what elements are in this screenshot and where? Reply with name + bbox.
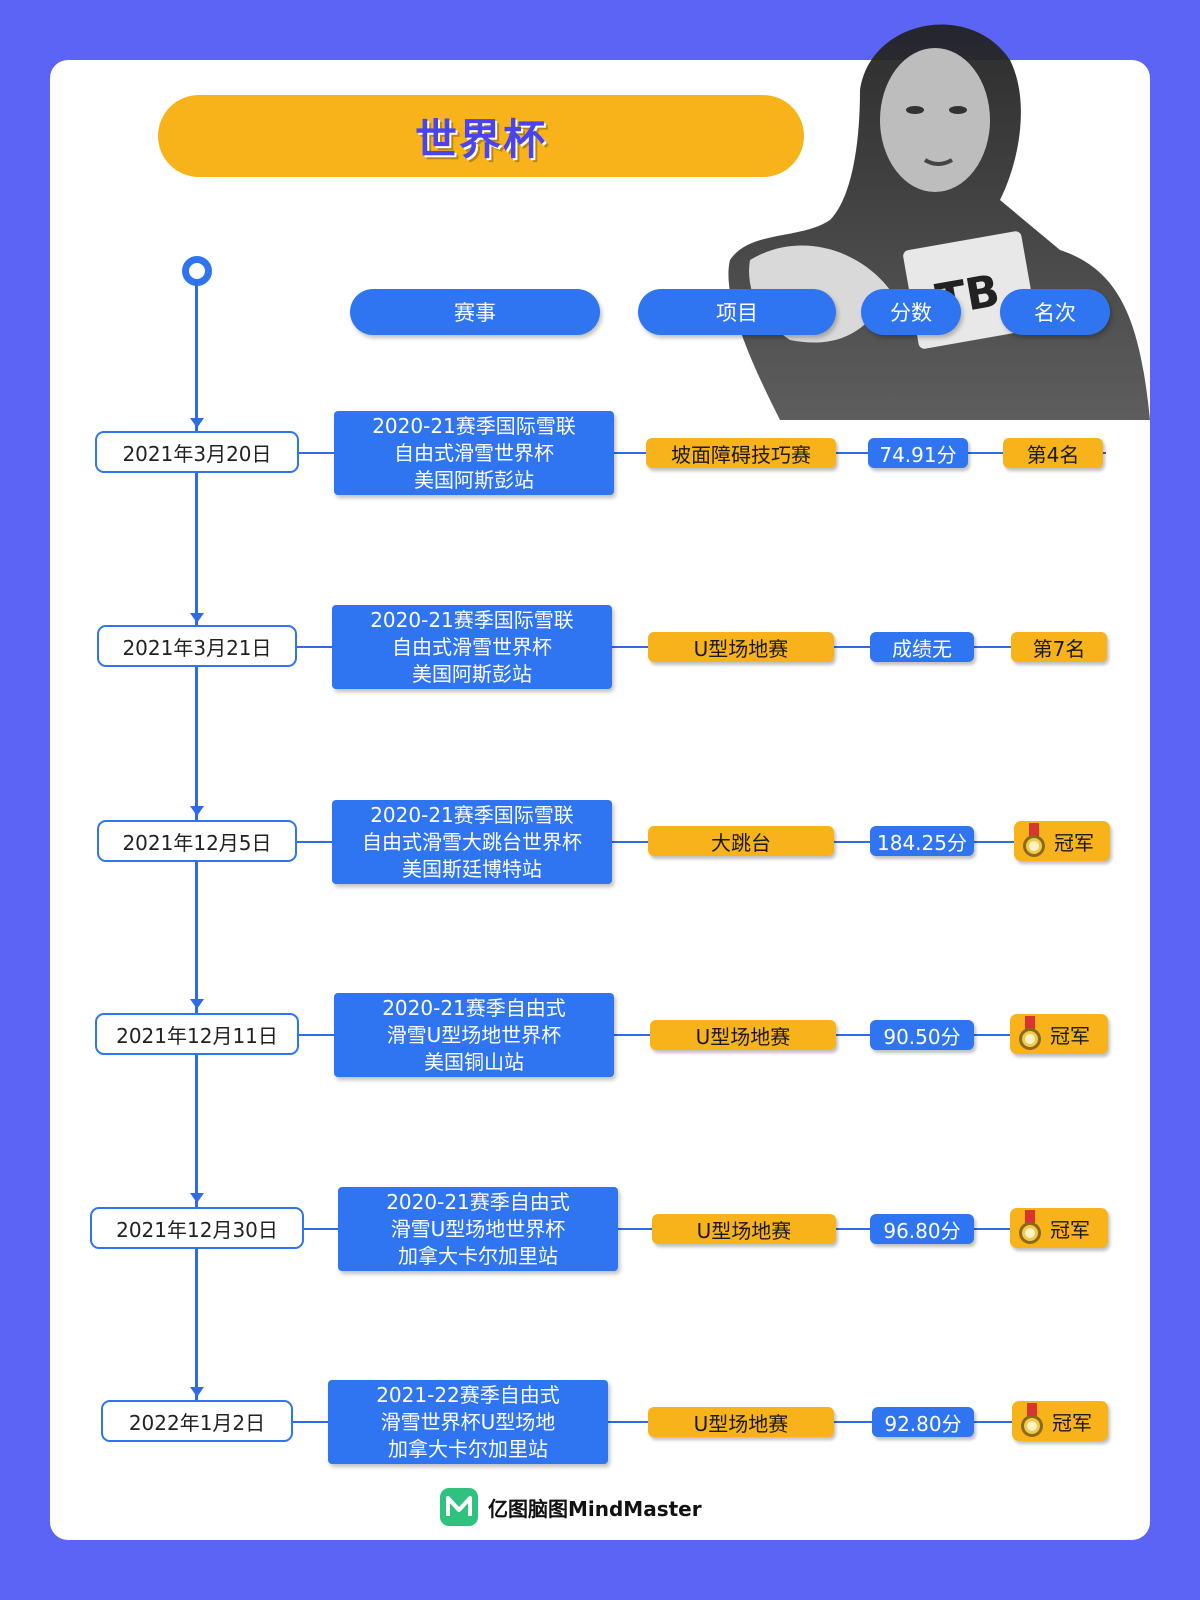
timeline-arrow-1 (190, 418, 204, 428)
project-label: 坡面障碍技巧赛 (646, 438, 836, 468)
event-line: 自由式滑雪世界杯 (392, 634, 552, 659)
event-line: 滑雪U型场地世界杯 (386, 1022, 562, 1047)
gold-medal-icon (1019, 1016, 1041, 1050)
score-label: 184.25分 (870, 826, 974, 856)
rank-label: 冠军 (1052, 1410, 1092, 1435)
header-project: 项目 (638, 289, 836, 335)
event-line: 滑雪世界杯U型场地 (380, 1409, 556, 1434)
event-line: 加拿大卡尔加里站 (388, 1436, 548, 1461)
project-label: U型场地赛 (652, 1214, 836, 1244)
title-banner: 世界杯 (158, 95, 804, 177)
date-label: 2021年3月20日 (95, 431, 299, 473)
event-line: 美国阿斯彭站 (412, 661, 532, 686)
score-label: 90.50分 (870, 1020, 974, 1050)
project-label: U型场地赛 (648, 632, 834, 662)
score-label: 96.80分 (870, 1214, 974, 1244)
timeline-arrow-2 (190, 613, 204, 623)
event-line: 美国斯廷博特站 (402, 856, 542, 881)
portrait-illustration: TB (728, 24, 1150, 420)
timeline-arrow-4 (190, 999, 204, 1009)
event-line: 2020-21赛季自由式 (386, 1189, 570, 1214)
event-box: 2020-21赛季自由式 滑雪U型场地世界杯 加拿大卡尔加里站 (338, 1187, 618, 1271)
event-line: 2020-21赛季国际雪联 (372, 413, 576, 438)
mindmaster-logo-icon (440, 1488, 478, 1526)
page-title: 世界杯 (414, 114, 547, 164)
rank-label: 第4名 (1003, 438, 1103, 468)
event-line: 2020-21赛季国际雪联 (370, 607, 574, 632)
project-label: U型场地赛 (648, 1407, 834, 1437)
score-label: 成绩无 (870, 632, 974, 662)
footer-brand-label: 亿图脑图MindMaster (488, 1496, 702, 1521)
event-line: 自由式滑雪大跳台世界杯 (362, 829, 582, 854)
rank-champion-badge: 冠军 (1012, 1401, 1108, 1441)
event-box: 2020-21赛季国际雪联 自由式滑雪大跳台世界杯 美国斯廷博特站 (332, 800, 612, 884)
event-box: 2020-21赛季国际雪联 自由式滑雪世界杯 美国阿斯彭站 (332, 605, 612, 689)
event-box: 2020-21赛季自由式 滑雪U型场地世界杯 美国铜山站 (334, 993, 614, 1077)
date-label: 2021年12月5日 (97, 820, 297, 862)
date-label: 2021年12月11日 (95, 1013, 299, 1055)
event-box: 2021-22赛季自由式 滑雪世界杯U型场地 加拿大卡尔加里站 (328, 1380, 608, 1464)
header-event: 赛事 (350, 289, 600, 335)
event-box: 2020-21赛季国际雪联 自由式滑雪世界杯 美国阿斯彭站 (334, 411, 614, 495)
event-line: 2021-22赛季自由式 (376, 1382, 560, 1407)
event-line: 自由式滑雪世界杯 (394, 440, 554, 465)
event-line: 2020-21赛季自由式 (382, 995, 566, 1020)
event-line: 2020-21赛季国际雪联 (370, 802, 574, 827)
footer-brand: 亿图脑图MindMaster (440, 1488, 702, 1526)
rank-label: 第7名 (1011, 632, 1107, 662)
event-line: 美国铜山站 (424, 1049, 524, 1074)
score-label: 92.80分 (872, 1407, 974, 1437)
rank-label: 冠军 (1050, 1023, 1090, 1048)
timeline-arrow-6 (190, 1387, 204, 1397)
timeline-arrow-3 (190, 806, 204, 816)
project-label: 大跳台 (648, 826, 834, 856)
rank-champion-badge: 冠军 (1014, 821, 1110, 861)
rank-label: 冠军 (1054, 830, 1094, 855)
header-score: 分数 (861, 289, 961, 335)
rank-champion-badge: 冠军 (1010, 1208, 1108, 1248)
date-label: 2021年12月30日 (90, 1207, 304, 1249)
rank-champion-badge: 冠军 (1010, 1014, 1108, 1054)
date-label: 2022年1月2日 (101, 1400, 293, 1442)
rank-label: 冠军 (1050, 1217, 1090, 1242)
gold-medal-icon (1021, 1403, 1043, 1437)
event-line: 美国阿斯彭站 (414, 467, 534, 492)
gold-medal-icon (1023, 823, 1045, 857)
date-label: 2021年3月21日 (97, 625, 297, 667)
score-label: 74.91分 (868, 438, 968, 468)
project-label: U型场地赛 (650, 1020, 836, 1050)
header-rank: 名次 (1000, 289, 1110, 335)
gold-medal-icon (1019, 1210, 1041, 1244)
event-line: 加拿大卡尔加里站 (398, 1243, 558, 1268)
event-line: 滑雪U型场地世界杯 (390, 1216, 566, 1241)
athlete-portrait-image: TB (720, 0, 1150, 420)
timeline-arrow-5 (190, 1193, 204, 1203)
